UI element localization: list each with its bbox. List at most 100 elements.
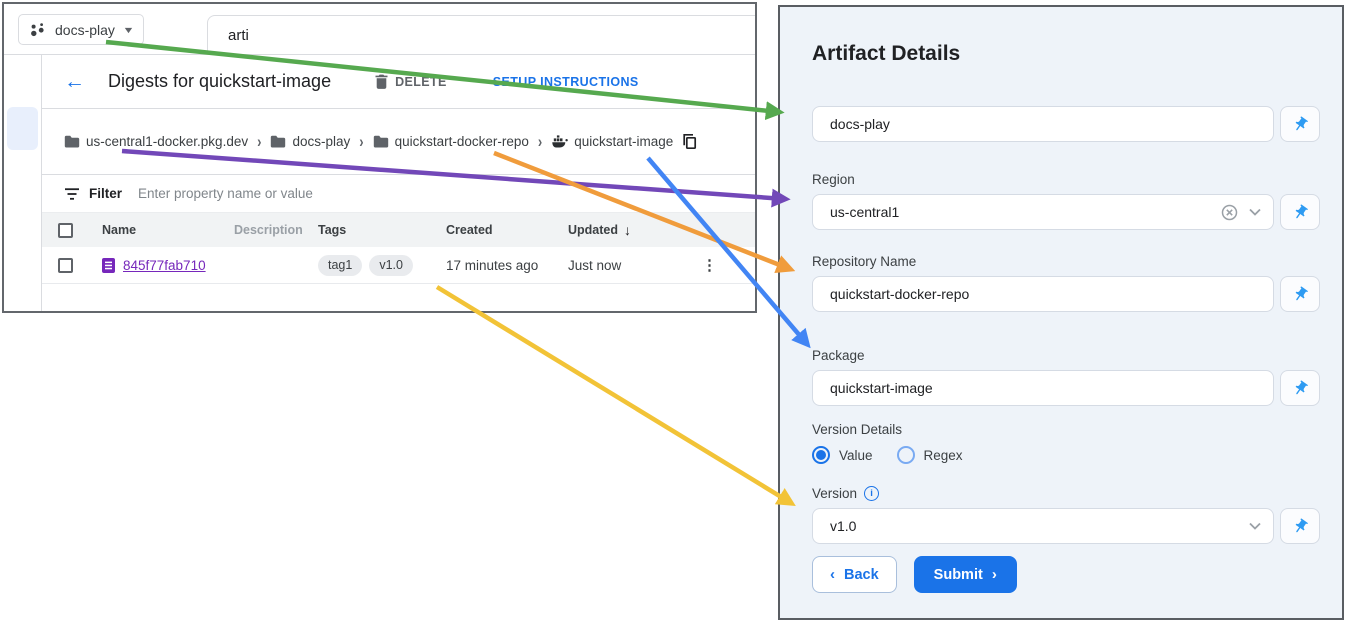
package-label: Package <box>812 348 865 363</box>
project-input[interactable] <box>828 115 1261 133</box>
digest-icon <box>102 257 115 273</box>
breadcrumb-separator: › <box>537 132 543 151</box>
chevron-down-icon[interactable] <box>1249 522 1261 530</box>
table-row: 845f77fab710 tag1 v1.0 17 minutes ago Ju… <box>42 247 755 284</box>
filter-label: Filter <box>89 186 123 201</box>
radio-unselected-icon[interactable] <box>896 446 915 464</box>
page-title: Digests for quickstart-image <box>108 71 332 91</box>
setup-instructions-label: SETUP INSTRUCTIONS <box>492 74 639 89</box>
version-field-row <box>812 508 1320 544</box>
breadcrumb: us-central1-docker.pkg.dev › docs-play ›… <box>42 109 755 175</box>
cell-created: 17 minutes ago <box>446 257 539 273</box>
repository-field-row <box>812 276 1320 312</box>
search-input[interactable] <box>226 25 703 45</box>
tag-chip: tag1 <box>318 254 363 276</box>
repository-input[interactable] <box>828 285 1261 303</box>
container-image-icon <box>552 134 569 147</box>
row-checkbox[interactable] <box>58 257 73 273</box>
chevron-right-icon: › <box>991 566 997 583</box>
pin-icon <box>1295 518 1308 532</box>
version-field <box>812 508 1274 544</box>
version-details-radio-group: Value Regex <box>812 446 1320 464</box>
table-header: Name Description Tags Created Updated ↓ <box>42 213 755 247</box>
pin-button[interactable] <box>1280 106 1320 142</box>
setup-instructions-button[interactable]: SETUP INSTRUCTIONS <box>493 75 639 89</box>
panel-title: Artifact Details <box>812 42 961 65</box>
nav-side-strip <box>4 55 42 311</box>
repository-label: Repository Name <box>812 254 917 269</box>
row-overflow-menu-icon[interactable]: ⋮ <box>702 257 717 274</box>
breadcrumb-separator: › <box>359 132 364 151</box>
pin-button[interactable] <box>1280 370 1320 406</box>
artifact-details-panel: Artifact Details Region Repository Name <box>778 5 1344 620</box>
column-header-updated[interactable]: Updated ↓ <box>568 222 631 238</box>
folder-icon <box>373 135 388 148</box>
column-header-name: Name <box>102 223 137 237</box>
chevron-down-icon: ▼ <box>122 24 135 35</box>
project-field <box>812 106 1274 142</box>
column-header-description: Description <box>234 223 303 237</box>
copy-icon[interactable] <box>682 133 697 150</box>
project-selector-label: docs-play <box>55 21 115 38</box>
delete-button[interactable]: DELETE <box>375 74 447 89</box>
breadcrumb-item-repository[interactable]: quickstart-docker-repo <box>373 134 529 149</box>
digest-link[interactable]: 845f77fab710 <box>123 257 206 273</box>
radio-option-regex[interactable]: Regex <box>896 446 963 464</box>
region-label: Region <box>812 172 855 187</box>
version-label: Version <box>812 486 858 501</box>
version-label-row: Version i <box>812 486 1320 501</box>
package-field-row <box>812 370 1320 406</box>
pin-icon <box>1295 380 1308 394</box>
select-all-checkbox[interactable] <box>58 222 73 238</box>
project-selector-button[interactable]: docs-play ▼ <box>18 14 144 45</box>
submit-button-label: Submit <box>933 566 983 583</box>
package-field <box>812 370 1274 406</box>
back-button[interactable]: ‹ Back <box>812 556 897 593</box>
sort-descending-icon: ↓ <box>624 222 631 238</box>
trash-icon <box>375 74 388 89</box>
console-topbar: docs-play ▼ <box>4 4 755 55</box>
pin-button[interactable] <box>1280 508 1320 544</box>
column-header-tags: Tags <box>318 223 347 237</box>
pin-icon <box>1295 204 1308 218</box>
folder-icon <box>271 135 286 148</box>
chevron-left-icon: ‹ <box>830 566 835 583</box>
region-field-row <box>812 194 1320 230</box>
folder-icon <box>64 135 80 148</box>
repository-field <box>812 276 1274 312</box>
breadcrumb-item-project[interactable]: docs-play <box>270 134 350 149</box>
back-arrow-icon[interactable]: ← <box>64 70 85 93</box>
region-field <box>812 194 1274 230</box>
back-button-label: Back <box>844 566 879 583</box>
delete-button-label: DELETE <box>395 74 447 89</box>
cell-updated: Just now <box>568 257 622 273</box>
breadcrumb-separator: › <box>257 132 262 151</box>
project-icon <box>30 22 46 38</box>
submit-button[interactable]: Submit › <box>913 556 1017 593</box>
info-icon[interactable]: i <box>864 486 880 501</box>
pin-button[interactable] <box>1280 194 1320 230</box>
radio-selected-icon[interactable] <box>812 446 830 464</box>
breadcrumb-item-package[interactable]: quickstart-image <box>551 134 673 149</box>
pin-icon <box>1295 116 1308 130</box>
page-header: ← Digests for quickstart-image DELETE SE… <box>42 55 755 109</box>
nav-selected-highlight[interactable] <box>7 107 38 150</box>
console-screenshot: docs-play ▼ ← Digests for quickstart-ima… <box>2 2 757 313</box>
region-input[interactable] <box>828 203 1210 221</box>
radio-option-value[interactable]: Value <box>812 446 873 464</box>
project-field-row <box>812 106 1320 142</box>
column-header-created: Created <box>446 223 493 237</box>
tag-chip: v1.0 <box>369 254 413 276</box>
package-input[interactable] <box>828 379 1261 397</box>
filter-icon <box>65 187 79 200</box>
chevron-down-icon[interactable] <box>1249 208 1261 216</box>
breadcrumb-item-registry[interactable]: us-central1-docker.pkg.dev <box>64 134 248 149</box>
pin-button[interactable] <box>1280 276 1320 312</box>
clear-icon[interactable] <box>1221 204 1238 221</box>
filter-input[interactable] <box>136 185 733 202</box>
version-input[interactable] <box>828 517 1238 535</box>
filter-bar: Filter <box>42 175 755 213</box>
search-box <box>207 15 755 55</box>
version-details-label: Version Details <box>812 422 903 437</box>
pin-icon <box>1295 286 1308 300</box>
